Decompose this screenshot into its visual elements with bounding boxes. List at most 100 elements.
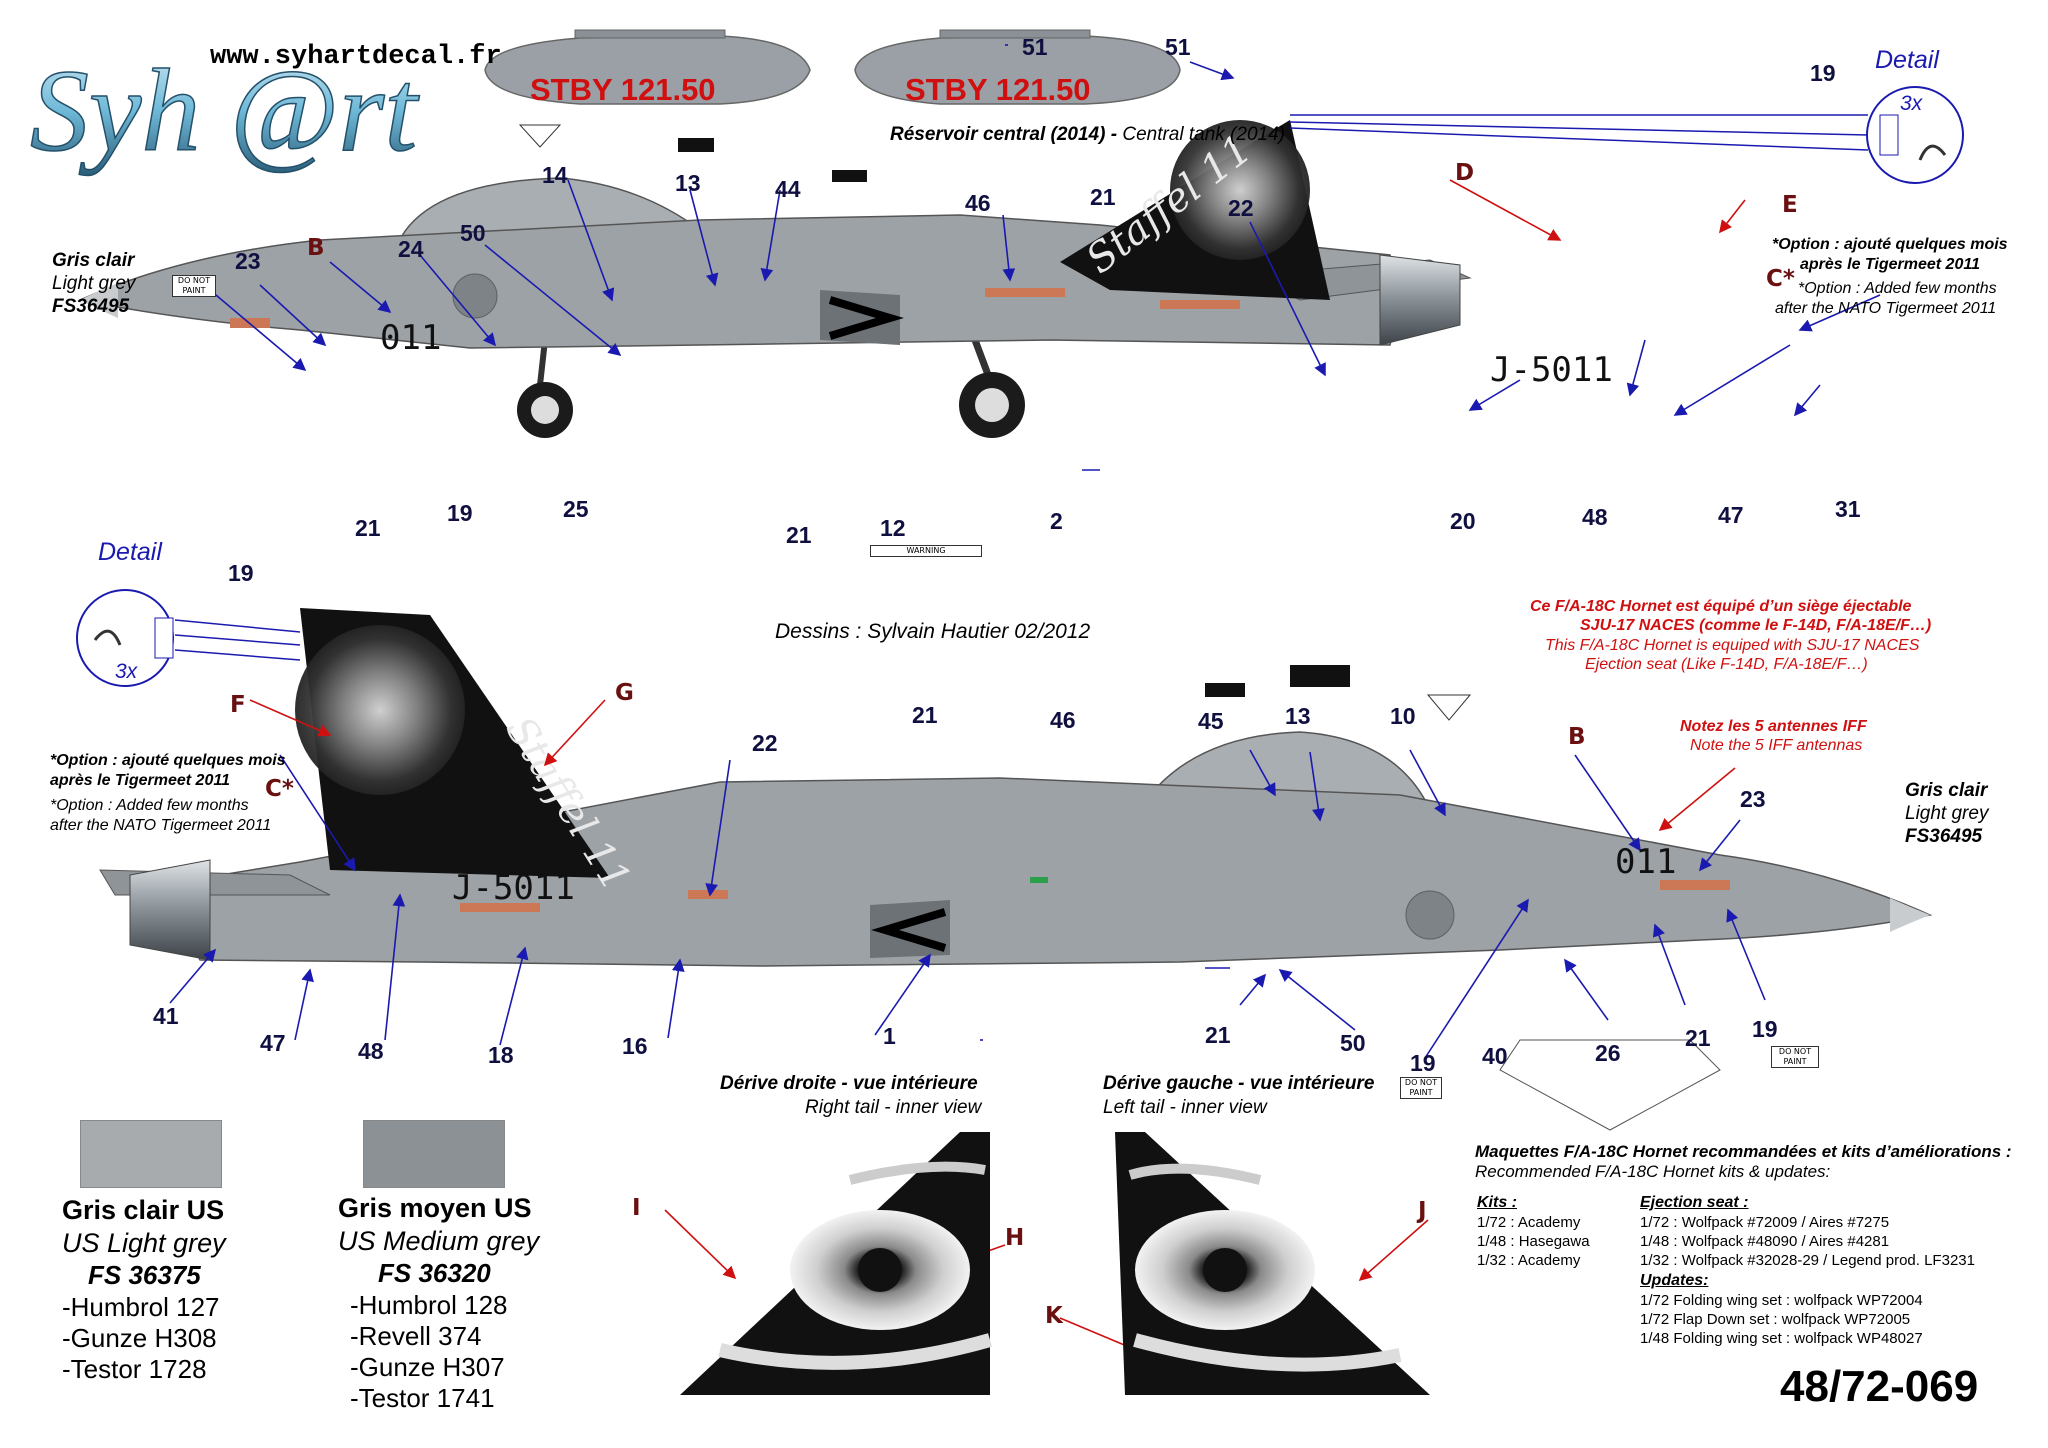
bottom-grey-en: Light grey: [1905, 803, 1989, 824]
stencil-dnp-bottom: DO NOT PAINT: [1771, 1046, 1819, 1068]
seat-2: 1/32 : Wolfpack #32028-29 / Legend prod.…: [1640, 1252, 1975, 1269]
top-grey-fr: Gris clair: [52, 250, 135, 271]
callout-25: 25: [563, 496, 589, 522]
top-option-fr-1: *Option : ajouté quelques mois: [1772, 236, 2008, 253]
stencil-warning-top: WARNING: [870, 545, 982, 557]
paint-1-sub: US Medium grey: [338, 1226, 540, 1256]
bottom-tail-code: J-5011: [452, 868, 575, 908]
left-tail-title-en: Left tail - inner view: [1103, 1097, 1267, 1118]
kits-title-fr: Maquettes F/A-18C Hornet recommandées et…: [1475, 1142, 2012, 1161]
tank-caption-en: Central tank (2014): [1117, 124, 1285, 145]
top-option-en-2: after the NATO Tigermeet 2011: [1775, 300, 1997, 317]
kit-2: 1/32 : Academy: [1477, 1252, 1581, 1269]
callout-12: 12: [880, 515, 906, 541]
callout-51-right: 51: [1165, 34, 1191, 60]
stencil-dnp-top: DO NOT PAINT: [172, 275, 216, 297]
update-2: 1/48 Folding wing set : wolfpack WP48027: [1640, 1330, 1923, 1347]
central-tank-left: [484, 29, 811, 105]
paint-1-ref-2: -Gunze H307: [350, 1352, 505, 1382]
paint-1-ref-3: -Testor 1741: [350, 1383, 495, 1413]
top-tail-code: J-5011: [1490, 350, 1613, 390]
kits-head: Kits :: [1477, 1194, 1517, 1211]
callout-50: 50: [460, 220, 486, 246]
callout-19-low: 19: [447, 500, 473, 526]
callout-21-bottom: 21: [912, 702, 938, 728]
callout-21-top: 21: [1090, 184, 1116, 210]
brand-logo: Syh @rt: [29, 44, 421, 177]
callout-50-bottom: 50: [1340, 1030, 1366, 1056]
paint-0-ref-1: -Gunze H308: [62, 1323, 217, 1353]
callout-D: D: [1455, 160, 1475, 186]
left-tail-title-fr: Dérive gauche - vue intérieure: [1103, 1073, 1375, 1094]
kits-title-en: Recommended F/A-18C Hornet kits & update…: [1475, 1162, 1831, 1181]
top-option-en-1: *Option : Added few months: [1798, 280, 1997, 297]
left-tail-inner: [1115, 1132, 1430, 1395]
top-detail-label: Detail: [1875, 46, 1939, 74]
paint-0-title: Gris clair US: [62, 1195, 225, 1225]
callout-C-bottom: C*: [265, 776, 294, 802]
callout-21-nose: 21: [355, 515, 381, 541]
callout-31: 31: [1835, 496, 1861, 522]
bottom-detail-scale: 3x: [115, 660, 138, 683]
top-nose-code: 011: [380, 318, 442, 358]
callout-22: 22: [1228, 195, 1254, 221]
tank-stby-right: STBY 121.50: [905, 72, 1091, 107]
paint-0-ref-0: -Humbrol 127: [62, 1292, 220, 1322]
callout-16: 16: [622, 1033, 648, 1059]
paint-0-fs: FS 36375: [88, 1260, 201, 1290]
callout-23-bottom: 23: [1740, 786, 1766, 812]
right-tail-title-fr: Dérive droite - vue intérieure: [720, 1073, 978, 1094]
seat-1: 1/48 : Wolfpack #48090 / Aires #4281: [1640, 1233, 1890, 1250]
callout-45: 45: [1198, 708, 1224, 734]
callout-I: I: [632, 1195, 641, 1221]
callout-48-bottom: 48: [358, 1038, 384, 1064]
callout-F: F: [230, 692, 246, 718]
bottom-nose-code: 011: [1615, 842, 1677, 882]
callout-18: 18: [488, 1042, 514, 1068]
aircraft-bottom-profile: Staffel 11: [99, 608, 1933, 967]
iff-note-en: Note the 5 IFF antennas: [1690, 737, 1863, 754]
red-leaders: [249, 179, 1746, 1364]
right-tail-inner: [680, 1132, 992, 1395]
website-url[interactable]: www.syhartdecal.fr: [210, 42, 502, 72]
paint-1-ref-0: -Humbrol 128: [350, 1290, 508, 1320]
bottom-grey-fs: FS36495: [1905, 826, 1983, 847]
updates-head: Updates:: [1640, 1272, 1709, 1289]
callout-20: 20: [1450, 508, 1476, 534]
seat-note-fr-1: Ce F/A-18C Hornet est équipé d’un siège …: [1530, 598, 1912, 615]
swatch-medium-grey: [363, 1120, 505, 1188]
callout-21-gear: 21: [786, 522, 812, 548]
svg-text:Syh @rt: Syh @rt: [30, 45, 420, 176]
callout-C-top: C*: [1766, 266, 1795, 292]
top-landing-gear: [517, 338, 1025, 438]
update-1: 1/72 Flap Down set : wolfpack WP72005: [1640, 1311, 1911, 1328]
callout-26: 26: [1595, 1040, 1621, 1066]
drawing-credit: Dessins : Sylvain Hautier 02/2012: [775, 620, 1091, 643]
callout-47-bottom: 47: [260, 1030, 286, 1056]
top-grey-en: Light grey: [52, 273, 136, 294]
callout-B: B: [307, 235, 325, 261]
callout-47-top: 47: [1718, 502, 1744, 528]
bottom-grey-fr: Gris clair: [1905, 780, 1988, 801]
detail-circle-top: [1289, 86, 1964, 184]
callout-K: K: [1045, 1303, 1063, 1329]
callout-2: 2: [1050, 508, 1063, 534]
top-grey-fs: FS36495: [52, 296, 130, 317]
callout-19-detail: 19: [1810, 60, 1836, 86]
callout-19-bnose: 19: [1752, 1016, 1778, 1042]
tank-caption: Réservoir central (2014) - Central tank …: [890, 124, 1285, 146]
callout-21-bottom-right: 21: [1685, 1025, 1711, 1051]
callout-44: 44: [775, 176, 801, 202]
paint-1-title: Gris moyen US: [338, 1193, 532, 1223]
kit-0: 1/72 : Academy: [1477, 1214, 1581, 1231]
callout-40: 40: [1482, 1043, 1508, 1069]
callout-41: 41: [153, 1003, 179, 1029]
bottom-detail-label: Detail: [98, 538, 162, 566]
swatch-light-grey: [80, 1120, 222, 1188]
callout-13: 13: [675, 170, 701, 196]
bottom-option-fr-1: *Option : ajouté quelques mois: [50, 752, 286, 769]
stencil-dnp-bottom-2: DO NOT PAINT: [1400, 1077, 1442, 1099]
callout-13-bottom: 13: [1285, 703, 1311, 729]
seat-note-fr-2: SJU-17 NACES (comme le F-14D, F/A-18E/F……: [1580, 617, 1932, 634]
